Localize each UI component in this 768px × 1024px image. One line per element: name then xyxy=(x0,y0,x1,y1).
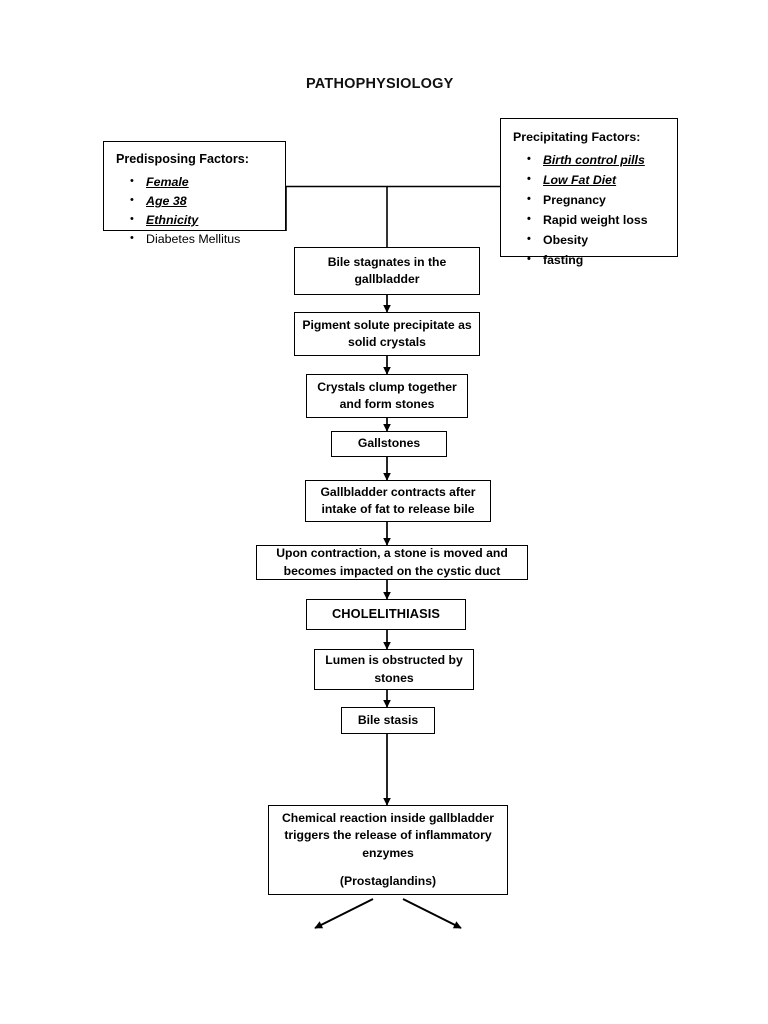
list-item: fasting xyxy=(527,251,667,271)
flow-box-line: solid crystals xyxy=(348,335,426,349)
flow-box-line: and form stones xyxy=(339,397,435,411)
flow-box-line: intake of fat to release bile xyxy=(321,502,475,516)
list-item: Ethnicity xyxy=(130,211,275,230)
flow-box-gallbladder-contracts: Gallbladder contracts after intake of fa… xyxy=(305,480,491,522)
flow-box-pigment-solute: Pigment solute precipitate as solid crys… xyxy=(294,312,480,356)
precipitating-factors-heading: Precipitating Factors: xyxy=(513,130,641,144)
list-item: Pregnancy xyxy=(527,191,667,211)
flow-box-gallstones: Gallstones xyxy=(331,431,447,457)
flow-box-stone-impacted: Upon contraction, a stone is moved and b… xyxy=(256,545,528,580)
factors-junction-wire xyxy=(285,185,500,247)
flow-box-line: Crystals clump together xyxy=(317,379,457,394)
precipitating-factors-box: Precipitating Factors: Birth control pil… xyxy=(500,118,678,268)
flow-box-line: CHOLELITHIASIS xyxy=(331,606,441,622)
page-title: PATHOPHYSIOLOGY xyxy=(306,76,454,92)
flow-box-crystals-clump: Crystals clump together and form stones xyxy=(306,374,468,418)
predisposing-factors-heading: Predisposing Factors: xyxy=(116,152,249,166)
flow-box-line: Bile stasis xyxy=(357,712,419,727)
flow-box-line: gallbladder xyxy=(354,272,420,286)
flow-box-lumen-obstructed: Lumen is obstructed by stones xyxy=(314,649,474,690)
flow-box-line: Lumen is obstructed by xyxy=(325,653,463,668)
flow-box-cholelithiasis: CHOLELITHIASIS xyxy=(306,599,466,630)
list-item: Obesity xyxy=(527,231,667,251)
flow-box-line: enzymes xyxy=(362,845,414,860)
flow-box-line: (Prostaglandins) xyxy=(339,873,437,888)
arrow-branch-right xyxy=(402,898,462,929)
flow-box-bile-stasis: Bile stasis xyxy=(341,707,435,734)
predisposing-factors-list: Female Age 38 Ethnicity Diabetes Mellitu… xyxy=(116,173,275,248)
list-item: Age 38 xyxy=(130,192,275,211)
flow-box-chemical-reaction: Chemical reaction inside gallbladder tri… xyxy=(268,805,508,895)
flow-box-line: becomes impacted on the cystic duct xyxy=(283,563,501,578)
flow-box-line: stones xyxy=(374,670,414,685)
flow-box-line: triggers the release of inflammatory xyxy=(284,828,492,843)
list-item: Diabetes Mellitus xyxy=(130,230,275,249)
flow-box-line: Gallbladder contracts after xyxy=(320,484,476,499)
predisposing-factors-box: Predisposing Factors: Female Age 38 Ethn… xyxy=(103,141,286,246)
flow-box-line: Upon contraction, a stone is moved and xyxy=(276,546,508,561)
list-item: Low Fat Diet xyxy=(527,171,667,191)
flow-box-line: Bile stagnates in the xyxy=(327,254,447,269)
list-item: Birth control pills xyxy=(527,151,667,171)
flow-box-line: Gallstones xyxy=(357,436,421,451)
flow-box-bile-stagnates: Bile stagnates in the gallbladder xyxy=(294,247,480,295)
flow-box-line: Chemical reaction inside gallbladder xyxy=(282,810,494,825)
precipitating-factors-list: Birth control pills Low Fat Diet Pregnan… xyxy=(513,151,667,270)
list-item: Female xyxy=(130,173,275,192)
flow-box-line: Pigment solute precipitate as xyxy=(302,317,472,332)
arrow-branch-left xyxy=(314,898,374,929)
list-item: Rapid weight loss xyxy=(527,211,667,231)
